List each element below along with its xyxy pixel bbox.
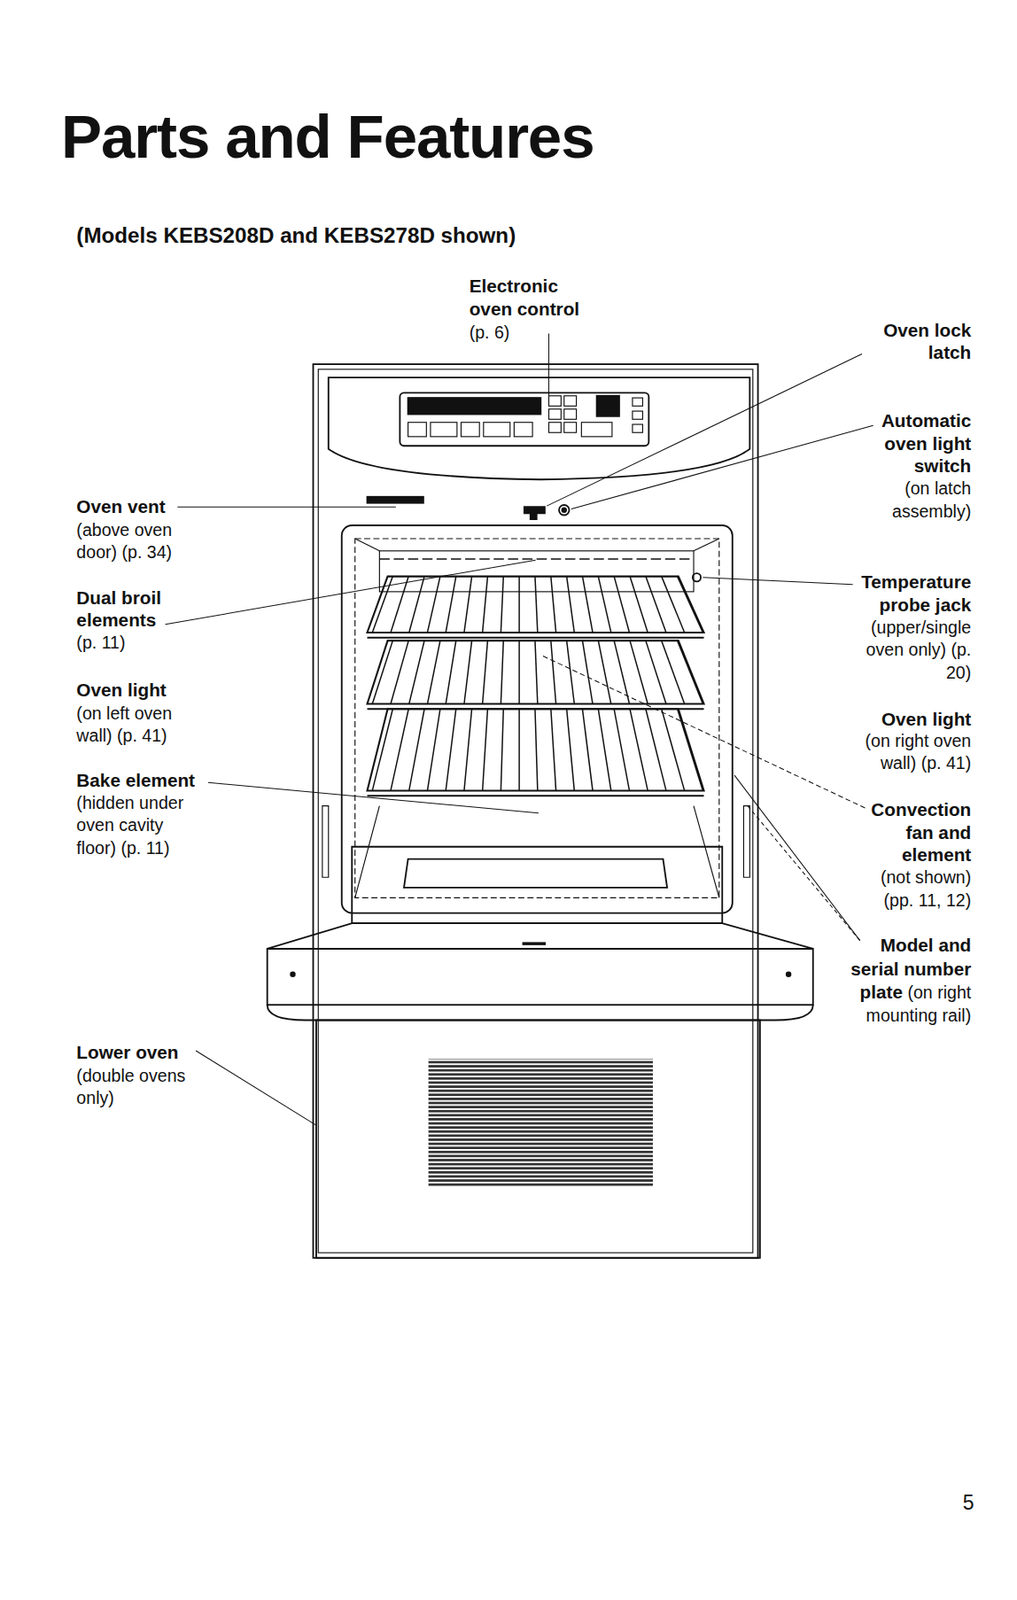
callout-label: (p. 11)	[76, 632, 125, 655]
probe-jack	[692, 573, 701, 582]
page-number: 5	[962, 1490, 975, 1514]
callout-label: (above oven door) (p. 34)	[76, 519, 191, 565]
callout-label: Convection fan and element	[861, 799, 971, 867]
callout-label: Lower oven	[76, 1041, 219, 1064]
callout-label: (upper/single oven only) (p. 20)	[853, 617, 972, 685]
callout-label: (on left oven wall) (p. 41)	[76, 702, 179, 748]
callout-label: Oven vent	[76, 496, 189, 519]
control-display	[399, 392, 649, 446]
oven-door	[351, 846, 722, 924]
page-title: Parts and Features	[61, 101, 594, 174]
callout-label: Automatic oven light switch	[859, 410, 972, 478]
callout-label: Temperature probe jack	[838, 571, 972, 617]
callout-label: (hidden under oven cavity floor) (p. 11)	[76, 792, 191, 861]
callout-group: Model and serial number plate (on right …	[836, 934, 971, 1028]
lock-latch	[524, 506, 545, 520]
callout-label: (on right oven wall) (p. 41)	[844, 729, 971, 776]
door-window	[403, 859, 668, 888]
callout-label: Electronic oven control	[469, 275, 603, 321]
callout-label: (double ovens only)	[76, 1064, 191, 1111]
door-front	[267, 948, 814, 1005]
light-switch	[558, 504, 570, 516]
leader-lines	[165, 333, 874, 1126]
lower-oven-window	[428, 1058, 653, 1187]
callout-label: Bake element	[76, 768, 219, 792]
callout-label: (p. 6)	[469, 322, 511, 345]
control-panel	[328, 377, 751, 480]
callout-label: Oven lock latch	[859, 318, 972, 365]
subtitle: (Models KEBS208D and KEBS278D shown)	[76, 224, 791, 247]
oven-vent	[367, 496, 424, 504]
callout-label: (not shown) (pp. 11, 12)	[869, 867, 971, 913]
oven-frame	[313, 364, 759, 1258]
broil-element	[379, 558, 694, 559]
callout-label: (on latch assembly)	[877, 478, 971, 524]
lower-oven	[316, 1020, 761, 1258]
callout-label: Dual broil elements	[76, 586, 171, 632]
callout-label: Oven light	[848, 707, 971, 730]
callout-label: Oven light	[76, 679, 199, 702]
